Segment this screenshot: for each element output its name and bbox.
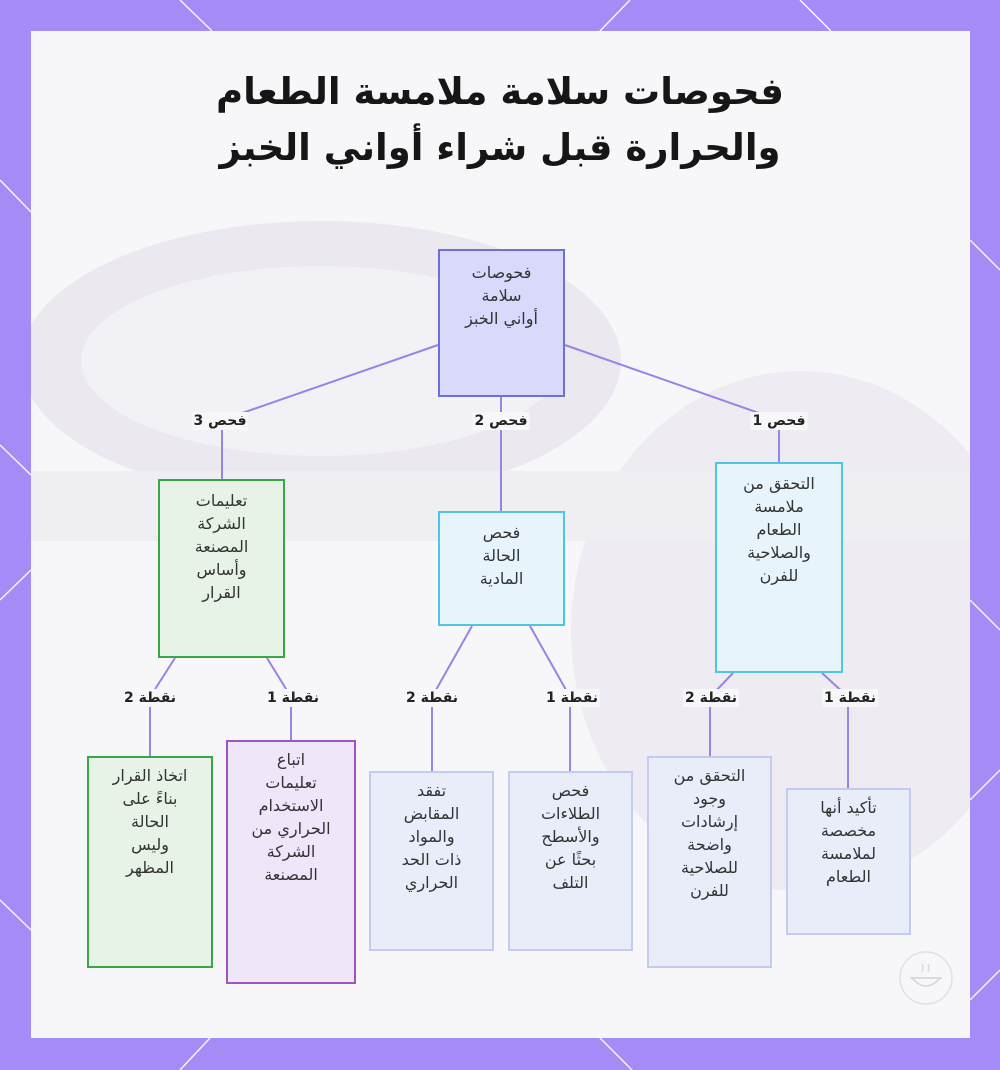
edge-label-c1-point1: نقطة 1	[821, 689, 879, 707]
edge-root-check1	[564, 344, 780, 421]
edge-label-c1-point2: نقطة 2	[682, 689, 740, 707]
node-check3: تعليمات الشركة المصنعة وأساس القرار	[158, 479, 285, 658]
node-check3-text: تعليمات الشركة المصنعة وأساس القرار	[194, 491, 249, 602]
node-check1-point1-text: تأكيد أنها مخصصة لملامسة الطعام	[820, 798, 877, 886]
node-check2-point2: تفقد المقابض والمواد ذات الحد الحراري	[369, 771, 494, 951]
node-check2: فحص الحالة المادية	[438, 511, 565, 626]
node-check3-point2: اتخاذ القرار بناءً على الحالة وليس المظه…	[87, 756, 213, 968]
node-check3-point1-text: اتباع تعليمات الاستخدام الحراري من الشرك…	[251, 750, 331, 884]
edge-root-check3	[221, 344, 439, 421]
edge-label-check3: فحص 3	[191, 412, 249, 430]
node-check2-point2-text: تفقد المقابض والمواد ذات الحد الحراري	[401, 781, 462, 892]
bowl-logo-icon	[899, 951, 953, 1005]
node-check1-text: التحقق من ملامسة الطعام والصلاحية للفرن	[743, 474, 815, 585]
node-root: فحوصات سلامة أواني الخبز	[438, 249, 565, 397]
node-check2-point1: فحص الطلاءات والأسطح بحثًا عن التلف	[508, 771, 633, 951]
node-check1: التحقق من ملامسة الطعام والصلاحية للفرن	[715, 462, 843, 673]
edge-check2-p1	[529, 625, 571, 698]
node-check2-text: فحص الحالة المادية	[479, 523, 524, 588]
node-check2-point1-text: فحص الطلاءات والأسطح بحثًا عن التلف	[540, 781, 601, 892]
edge-label-c2-point2: نقطة 2	[403, 689, 461, 707]
node-check3-point1: اتباع تعليمات الاستخدام الحراري من الشرك…	[226, 740, 356, 984]
node-check1-point1: تأكيد أنها مخصصة لملامسة الطعام	[786, 788, 911, 935]
title-line-2: والحرارة قبل شراء أواني الخبز	[219, 126, 781, 169]
title-line-1: فحوصات سلامة ملامسة الطعام	[216, 70, 784, 113]
node-check3-point2-text: اتخاذ القرار بناءً على الحالة وليس المظه…	[112, 766, 188, 877]
edge-label-c2-point1: نقطة 1	[543, 689, 601, 707]
edge-label-c3-point2: نقطة 2	[121, 689, 179, 707]
node-check1-point2: التحقق من وجود إرشادات واضحة للصلاحية لل…	[647, 756, 772, 968]
node-check1-point2-text: التحقق من وجود إرشادات واضحة للصلاحية لل…	[673, 766, 746, 900]
edge-label-c3-point1: نقطة 1	[264, 689, 322, 707]
edge-check2-p2	[431, 625, 473, 698]
diagram-title: فحوصات سلامة ملامسة الطعام والحرارة قبل …	[0, 64, 1000, 176]
node-root-text: فحوصات سلامة أواني الخبز	[465, 263, 538, 328]
edge-label-check2: فحص 2	[472, 412, 530, 430]
edge-label-check1: فحص 1	[750, 412, 808, 430]
